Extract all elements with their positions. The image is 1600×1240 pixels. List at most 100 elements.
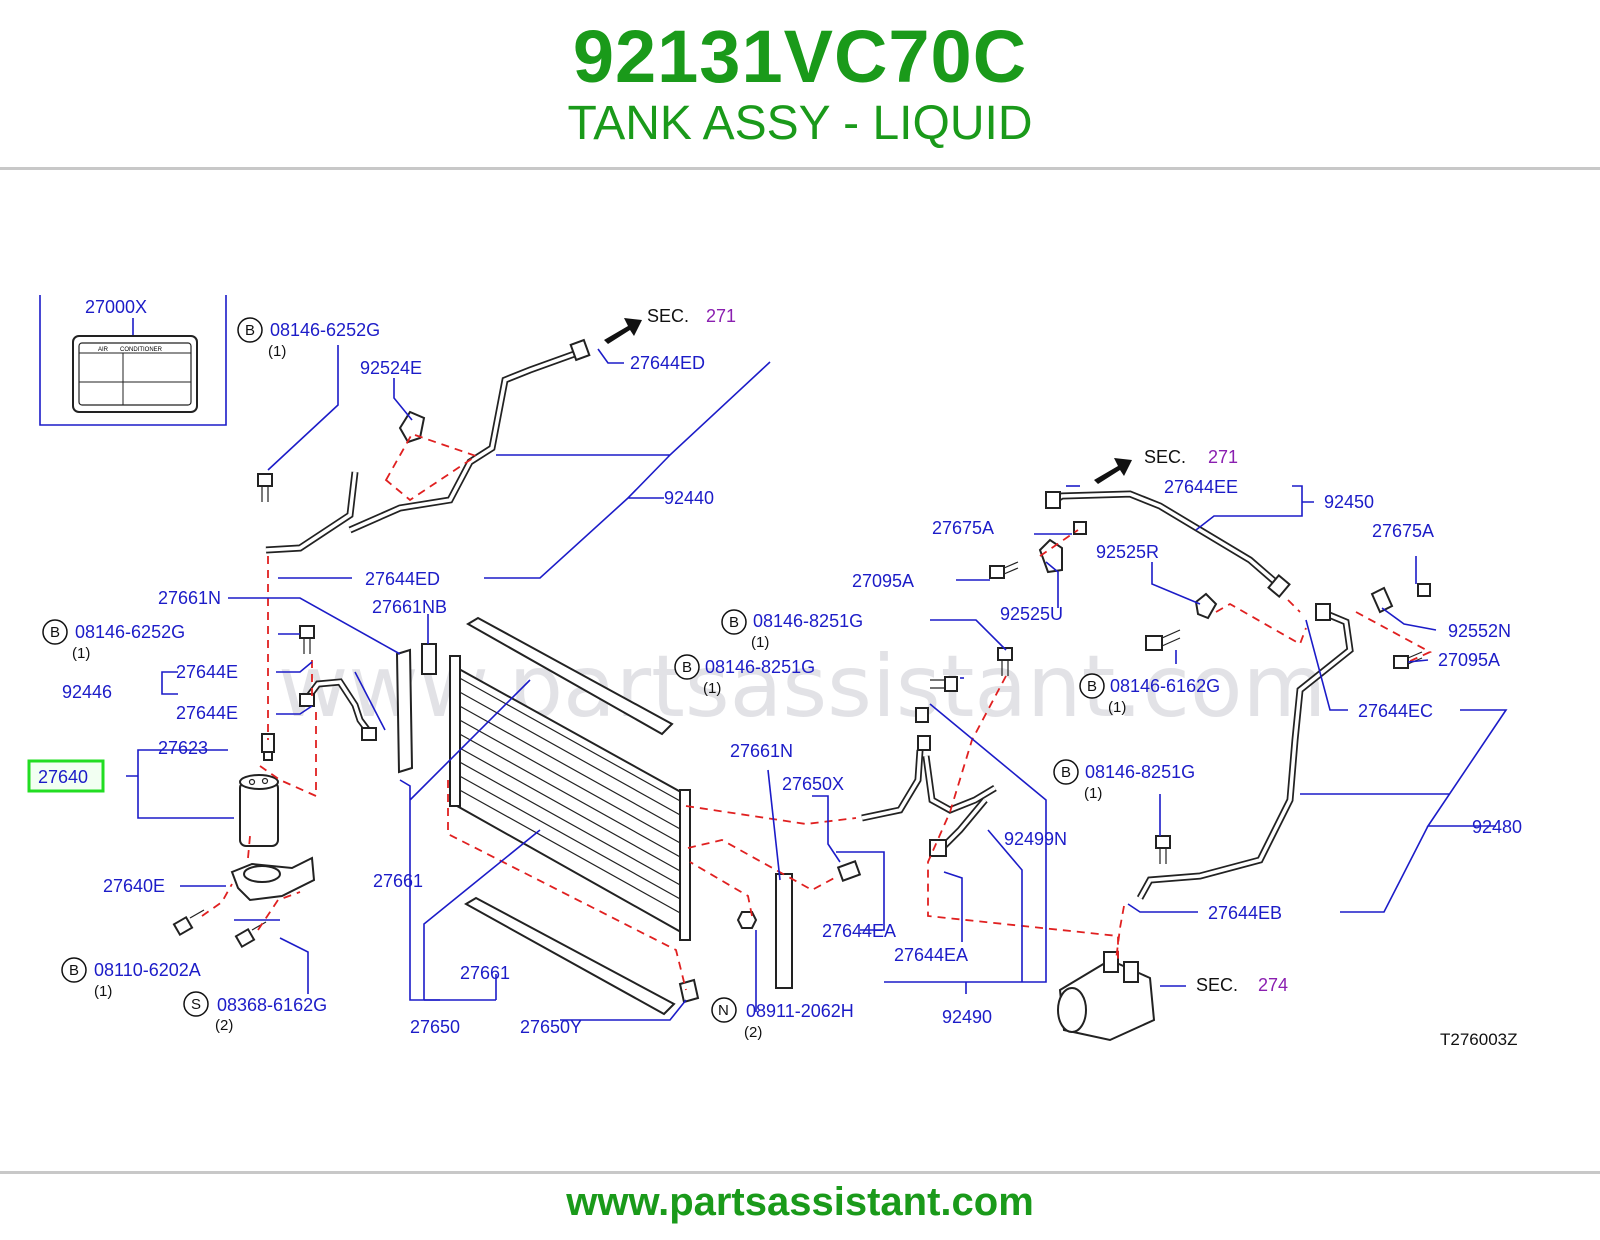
- qty-label: (1): [94, 983, 112, 1000]
- callout-92446[interactable]: 92446: [62, 682, 112, 702]
- callout-27644E-a[interactable]: 27644E: [176, 662, 238, 682]
- qty-label: (2): [215, 1017, 233, 1034]
- symbol-b: B: [729, 614, 739, 631]
- part-number-title: 92131VC70C: [572, 15, 1028, 98]
- pipe-92480: [1136, 603, 1354, 900]
- callout-08110-6202A[interactable]: 08110-6202A: [94, 960, 201, 980]
- section-label: SEC.: [1144, 447, 1186, 467]
- bolt-27095A-right: [1393, 651, 1423, 669]
- callout-27661N-b[interactable]: 27661N: [730, 741, 793, 761]
- bolt-08146-6252G-top: [257, 473, 273, 502]
- callout-92480[interactable]: 92480: [1472, 817, 1522, 837]
- clip-92525U: [1038, 538, 1063, 574]
- symbol-b: B: [682, 659, 692, 676]
- section-label: SEC.: [1196, 975, 1238, 995]
- bolt-27095A-left: [989, 561, 1019, 579]
- callout-27095A-a[interactable]: 27095A: [852, 571, 914, 591]
- bolt-08146-8251G-c: [1155, 835, 1171, 864]
- callout-92450[interactable]: 92450: [1324, 492, 1374, 512]
- callout-92552N[interactable]: 92552N: [1448, 621, 1511, 641]
- qty-label: (2): [744, 1024, 762, 1041]
- leader-lines: [126, 345, 1508, 1021]
- seal-27661N-left: [395, 648, 414, 774]
- callout-27623[interactable]: 27623: [158, 738, 208, 758]
- clip-92525R: [1194, 592, 1218, 620]
- callout-27640E[interactable]: 27640E: [103, 876, 165, 896]
- nut-08911-2062H: [736, 911, 758, 929]
- part-name-subtitle: TANK ASSY - LIQUID: [567, 97, 1033, 150]
- callout-27675A-a[interactable]: 27675A: [932, 518, 994, 538]
- callout-08146-8251G-c[interactable]: 08146-8251G: [1085, 762, 1195, 782]
- label-text-conditioner: CONDITIONER: [120, 347, 163, 353]
- callout-92525R[interactable]: 92525R: [1096, 542, 1159, 562]
- pipe-92440: [265, 338, 591, 554]
- symbol-b: B: [50, 624, 60, 641]
- callout-08146-8251G-a[interactable]: 08146-8251G: [753, 611, 863, 631]
- callout-27650[interactable]: 27650: [410, 1017, 460, 1037]
- sec-271-arrow-a: [604, 318, 642, 344]
- callout-27644EB[interactable]: 27644EB: [1208, 903, 1282, 923]
- switch-27623: [261, 733, 275, 761]
- label-text-air: AIR: [98, 347, 109, 353]
- callout-92490[interactable]: 92490: [942, 1007, 992, 1027]
- callout-27644ED-b[interactable]: 27644ED: [365, 569, 440, 589]
- callout-27644EC[interactable]: 27644EC: [1358, 701, 1433, 721]
- callout-27650X[interactable]: 27650X: [782, 774, 844, 794]
- callout-27644EA-a[interactable]: 27644EA: [822, 921, 896, 941]
- callout-27675A-b[interactable]: 27675A: [1372, 521, 1434, 541]
- website-link[interactable]: www.partsassistant.com: [566, 1180, 1034, 1224]
- symbols: B B B B B B B S N: [42, 317, 1105, 1023]
- section-274[interactable]: 274: [1258, 975, 1288, 995]
- symbol-b: B: [69, 962, 79, 979]
- callout-27661-b[interactable]: 27661: [460, 963, 510, 983]
- callout-08368-6162G[interactable]: 08368-6162G: [217, 995, 327, 1015]
- callout-27644E-b[interactable]: 27644E: [176, 703, 238, 723]
- bolt-08146-6252G-mid: [299, 625, 315, 654]
- bolt-08146-6162G: [1145, 629, 1181, 651]
- connection-dashes: [201, 432, 1433, 991]
- callout-08146-8251G-b[interactable]: 08146-8251G: [705, 657, 815, 677]
- condenser-27650: [449, 655, 691, 941]
- label-box-group: AIR CONDITIONER: [39, 295, 227, 426]
- section-label: SEC.: [647, 306, 689, 326]
- qty-label: (1): [1108, 699, 1126, 716]
- section-271[interactable]: 271: [706, 306, 736, 326]
- callout-08911-2062H[interactable]: 08911-2062H: [746, 1001, 854, 1021]
- tank-27640: [239, 774, 279, 847]
- bolt-08110-6202A: [172, 909, 205, 937]
- bolt-08368-6162G: [234, 921, 267, 949]
- callout-27640[interactable]: 27640: [38, 767, 88, 787]
- callout-92524E[interactable]: 92524E: [360, 358, 422, 378]
- callout-08146-6252G-a[interactable]: 08146-6252G: [270, 320, 380, 340]
- footer-divider: [0, 1171, 1600, 1174]
- qty-label: (1): [72, 645, 90, 662]
- seal-27661N-right: [775, 873, 793, 989]
- section-271[interactable]: 271: [1208, 447, 1238, 467]
- bracket-27650Y: [678, 978, 700, 1004]
- symbol-n: N: [718, 1002, 729, 1019]
- callout-27644ED-a[interactable]: 27644ED: [630, 353, 705, 373]
- callout-92525U[interactable]: 92525U: [1000, 604, 1063, 624]
- compressor: [1057, 951, 1156, 1042]
- callout-92499N[interactable]: 92499N: [1004, 829, 1067, 849]
- figure-code: T276003Z: [1440, 1030, 1518, 1049]
- seal-27661-top: [466, 616, 674, 736]
- callout-27095A-b[interactable]: 27095A: [1438, 650, 1500, 670]
- callout-27000X[interactable]: 27000X: [85, 297, 147, 317]
- callout-labels: 27000X 08146-6252G (1) 92524E SEC. 271 2…: [38, 297, 1522, 1049]
- callout-92440[interactable]: 92440: [664, 488, 714, 508]
- callout-27661NB[interactable]: 27661NB: [372, 597, 447, 617]
- callout-08146-6252G-b[interactable]: 08146-6252G: [75, 622, 185, 642]
- callout-27644EA-b[interactable]: 27644EA: [894, 945, 968, 965]
- switch-27650X: [836, 860, 862, 882]
- bracket-27640E: [230, 856, 316, 902]
- callout-27661-a[interactable]: 27661: [373, 871, 423, 891]
- callout-08146-6162G[interactable]: 08146-6162G: [1110, 676, 1220, 696]
- sec-271-arrow-b: [1094, 458, 1132, 484]
- seal-27661NB: [421, 643, 437, 675]
- highlighted-part-box[interactable]: [27, 759, 105, 793]
- callout-27661N-a[interactable]: 27661N: [158, 588, 221, 608]
- callout-27650Y[interactable]: 27650Y: [520, 1017, 582, 1037]
- callout-27644EE[interactable]: 27644EE: [1164, 477, 1238, 497]
